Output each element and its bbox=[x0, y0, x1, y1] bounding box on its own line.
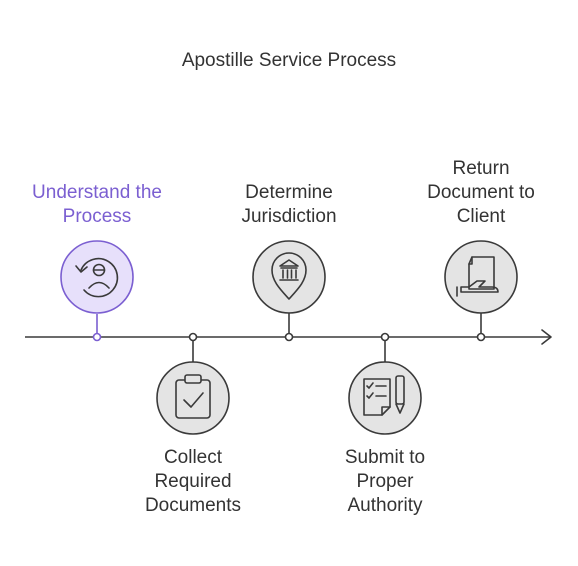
step-node bbox=[92, 332, 102, 342]
step-node bbox=[380, 332, 390, 342]
step-collect-documents bbox=[156, 332, 230, 435]
step-badge bbox=[444, 240, 518, 314]
step-label-collect-documents: Collect Required Documents bbox=[144, 447, 242, 516]
step-determine-jurisdiction bbox=[252, 240, 326, 342]
step-submit-authority bbox=[348, 332, 422, 435]
step-node bbox=[284, 332, 294, 342]
step-label-return-document: Return Document to Client bbox=[427, 158, 535, 227]
timeline-arrowhead bbox=[541, 329, 552, 345]
checklist-pen-icon bbox=[363, 375, 405, 416]
step-node bbox=[188, 332, 198, 342]
step-return-document bbox=[444, 240, 518, 342]
step-understand-process bbox=[60, 240, 134, 342]
diagram-title: Apostille Service Process bbox=[181, 50, 397, 71]
step-badge bbox=[156, 361, 230, 435]
step-badge bbox=[348, 361, 422, 435]
step-label-determine-jurisdiction: Determine Jurisdiction bbox=[241, 182, 337, 227]
step-label-understand-process: Understand the Process bbox=[32, 182, 162, 227]
step-badge bbox=[252, 240, 326, 314]
step-label-submit-authority: Submit to Proper Authority bbox=[344, 447, 426, 516]
step-badge bbox=[60, 240, 134, 314]
hand-document-icon bbox=[456, 256, 499, 297]
process-cycle-icon bbox=[75, 257, 119, 298]
step-node bbox=[476, 332, 486, 342]
courthouse-pin-icon bbox=[271, 252, 307, 300]
clipboard-check-icon bbox=[175, 374, 211, 419]
